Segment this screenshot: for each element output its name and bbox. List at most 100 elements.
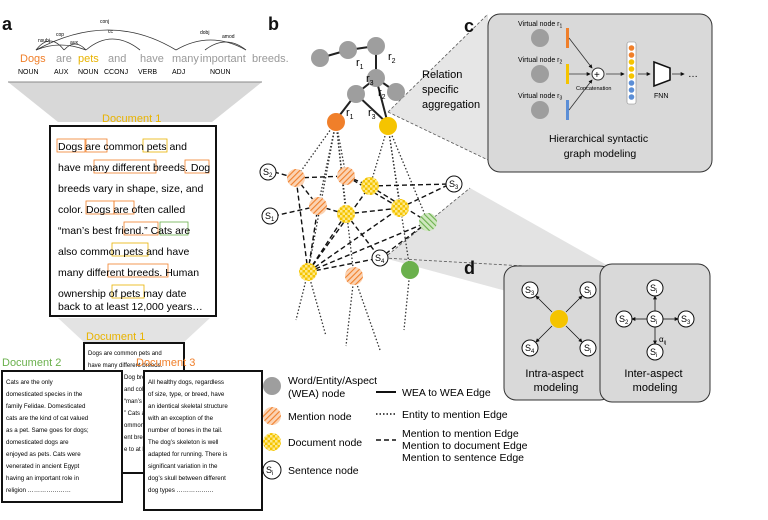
svg-text:r1: r1	[356, 57, 364, 71]
svg-text:r3: r3	[368, 107, 376, 121]
doc1-line-2: breeds vary in shape, size, and	[58, 183, 203, 195]
syntax-sentence: Dogs are pets and have many important br…	[20, 53, 289, 65]
word-4: have	[140, 53, 164, 65]
svg-text:Mention to mention Edge: Mention to mention Edge	[402, 428, 519, 440]
doc3-line-6: adapted for running. There is	[148, 451, 227, 458]
sentence-nodes	[259, 163, 463, 267]
svg-text:r2: r2	[388, 51, 396, 65]
svg-text:Si: Si	[584, 285, 591, 297]
doc1-line-6: many different breeds. Human	[58, 267, 199, 279]
dependency-arcs	[35, 29, 247, 51]
pos-1: AUX	[54, 69, 69, 76]
doc2-line-6: enjoyed as pets. Cats were	[6, 451, 81, 458]
doc2-line-5: domesticated dogs are	[6, 439, 69, 446]
svg-text:Sentence node: Sentence node	[288, 465, 359, 477]
arc-aux	[63, 43, 87, 51]
concatenated-vector	[626, 41, 637, 105]
doc3-line-8: dog’s skull between different	[148, 475, 226, 482]
word-3: and	[108, 53, 126, 65]
mention-node	[345, 267, 363, 285]
doc1-small-title: Document 1	[86, 331, 145, 343]
wea-node	[387, 83, 405, 101]
green-node	[401, 261, 419, 279]
svg-text:Mention to sentence Edge: Mention to sentence Edge	[402, 452, 524, 464]
mention-edges	[273, 171, 451, 273]
svg-text:Virtual node r3: Virtual node r3	[518, 93, 563, 102]
svg-text:S1: S1	[265, 211, 275, 223]
doc3-line-7: significant variation in the	[148, 463, 218, 470]
wea-node	[367, 37, 385, 55]
panel-letter-d: d	[464, 258, 475, 278]
doc3-box	[143, 370, 263, 511]
legend-wea-swatch	[263, 377, 281, 395]
inter-sentence-nodes	[615, 279, 695, 361]
doc2-box	[1, 370, 123, 503]
document-node	[391, 199, 409, 217]
doc2-line-8: having an important role in	[6, 475, 79, 482]
svg-text:Mention node: Mention node	[288, 411, 352, 423]
svg-text:Entity to mention Edge: Entity to mention Edge	[402, 409, 508, 421]
sentence-node-labels: S2 S3 S1 S4	[263, 167, 459, 265]
relation-aggregation-caption: Relation specific aggregation	[422, 69, 480, 111]
entity-node-orange	[327, 113, 345, 131]
panel-c-box	[487, 13, 713, 173]
relation-labels: r1 r2 r3 r2 r1 r3	[346, 51, 396, 121]
doc3-line-1: of size, type, or breed, have	[148, 391, 225, 398]
svg-text:r2: r2	[378, 87, 386, 101]
fnn-label: FNN	[654, 93, 668, 100]
fnn-shape	[653, 60, 671, 88]
svg-text:Si: Si	[650, 314, 657, 326]
doc1-line-8: back to at least 12,000 years…	[58, 301, 203, 313]
svg-text:Si: Si	[584, 343, 591, 355]
doc1-line-1: have many different breeds. Dog	[58, 162, 210, 174]
document-node	[299, 263, 317, 281]
svg-text:Si: Si	[266, 465, 273, 477]
doc2-line-7: venerated in ancient Egypt	[6, 463, 80, 470]
concat-arrows	[568, 37, 685, 111]
word-5: many	[172, 53, 199, 65]
wea-node	[339, 41, 357, 59]
pos-3: CCONJ	[104, 69, 128, 76]
doc3-line-5: The dog’s skeleton is well	[148, 439, 218, 446]
svg-text:S4: S4	[525, 343, 535, 355]
svg-text:Si: Si	[650, 347, 657, 359]
svg-text:r1: r1	[346, 107, 354, 121]
doc1-small-line-5: ” Cats are a	[124, 411, 156, 417]
doc3-title: Document 3	[136, 357, 195, 369]
arc-nsubj	[35, 40, 65, 51]
svg-text:S3: S3	[525, 285, 535, 297]
arc-cop	[35, 44, 87, 51]
doc3-line-9: dog types ………………	[148, 487, 214, 494]
doc2-line-3: cats are the kind of cat valued	[6, 415, 89, 422]
mention-node	[309, 197, 327, 215]
svg-text:S2: S2	[263, 167, 273, 179]
intra-arrows	[535, 295, 583, 343]
arc-label-aux: aux	[70, 40, 79, 46]
arc-cc	[85, 38, 141, 51]
alpha-label: αij	[659, 335, 666, 346]
panel-letter-b: b	[268, 14, 279, 34]
svg-text:S4: S4	[375, 253, 385, 265]
doc1-highlights	[56, 138, 210, 299]
inter-arrows	[631, 295, 679, 345]
wea-node	[311, 49, 329, 67]
word-6: important	[200, 53, 246, 65]
svg-text:Word/Entity/Aspect(WEA) node: Word/Entity/Aspect(WEA) node	[288, 375, 377, 400]
svg-text:Mention to document Edge: Mention to document Edge	[402, 440, 528, 452]
doc2-line-9: religion …………………	[6, 487, 71, 494]
doc3-line-4: number of bones in the tail.	[148, 427, 223, 434]
arc-label-cop: cop	[56, 32, 64, 38]
entity-mention-edges	[295, 121, 429, 277]
doc2-title: Document 2	[2, 357, 61, 369]
doc2-line-1: domesticated species in the	[6, 391, 83, 398]
document-node	[337, 205, 355, 223]
pos-tags: NOUN AUX NOUN CCONJ VERB ADJ NOUN	[18, 69, 231, 76]
panel-letter-a: a	[2, 14, 13, 34]
doc1-small-line-7: ent breeds. H	[124, 435, 160, 441]
zoom-wedge-c	[388, 14, 488, 160]
legend-sentence-swatch	[262, 460, 282, 480]
svg-text:r3: r3	[366, 73, 374, 87]
doc1-line-0: Dogs are common pets and	[58, 141, 187, 153]
arc-conj	[35, 29, 177, 51]
doc2-line-2: family Felidae. Domesticated	[6, 403, 86, 410]
